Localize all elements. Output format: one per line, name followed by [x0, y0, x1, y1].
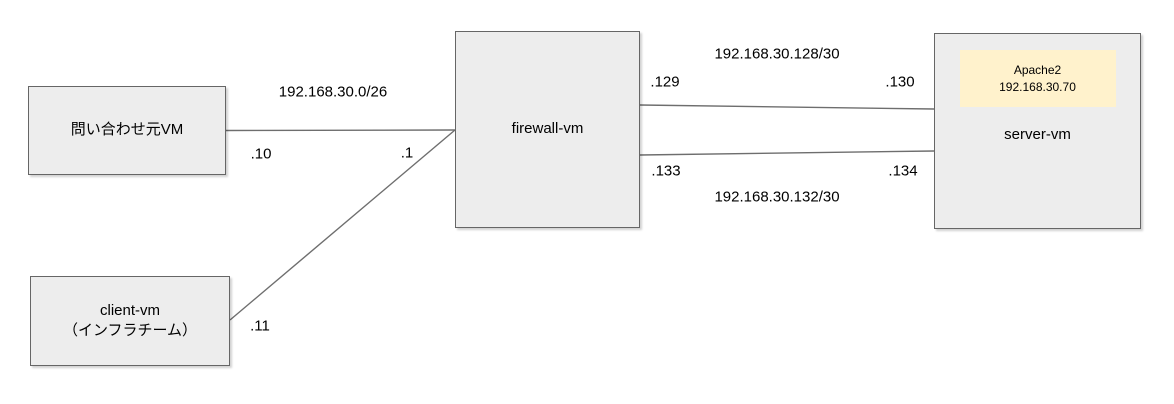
- inquiry-vm-ip-label: .10: [250, 145, 272, 163]
- inquiry-vm-label: 問い合わせ元VM: [70, 121, 184, 139]
- client-vm-label-line1: client-vm: [99, 301, 160, 319]
- firewall-upper-ip-label: .129: [650, 73, 680, 91]
- firewall-lower-ip-label: .133: [651, 162, 681, 180]
- apache-service-name: Apache2: [1013, 63, 1062, 78]
- client-vm-label-line2: （インフラチーム）: [62, 322, 198, 339]
- edge-upper-firewall-to-server: [639, 104, 935, 110]
- node-client-vm: client-vm （インフラチーム）: [30, 276, 230, 366]
- node-server-vm: Apache2 192.168.30.70 server-vm: [934, 33, 1141, 229]
- lower-link-cidr-label: 192.168.30.132/30: [714, 188, 840, 206]
- server-upper-ip-label: .130: [885, 73, 915, 91]
- upper-link-cidr-label: 192.168.30.128/30: [714, 45, 840, 63]
- apache-service-badge: Apache2 192.168.30.70: [959, 50, 1116, 107]
- node-inquiry-vm: 問い合わせ元VM: [28, 86, 226, 175]
- client-vm-ip-label: .11: [250, 317, 270, 335]
- server-vm-label: server-vm: [1004, 126, 1071, 143]
- server-lower-ip-label: .134: [888, 162, 918, 180]
- firewall-lan-ip-label: .1: [400, 144, 414, 162]
- edge-lan-client-to-firewall: [229, 129, 456, 321]
- edge-lower-firewall-to-server: [639, 150, 935, 156]
- firewall-vm-label: firewall-vm: [511, 120, 584, 138]
- edge-lan-inquiry-to-firewall: [225, 129, 456, 132]
- lan-cidr-label: 192.168.30.0/26: [278, 83, 388, 101]
- node-firewall-vm: firewall-vm: [455, 31, 640, 228]
- apache-service-ip: 192.168.30.70: [999, 79, 1076, 94]
